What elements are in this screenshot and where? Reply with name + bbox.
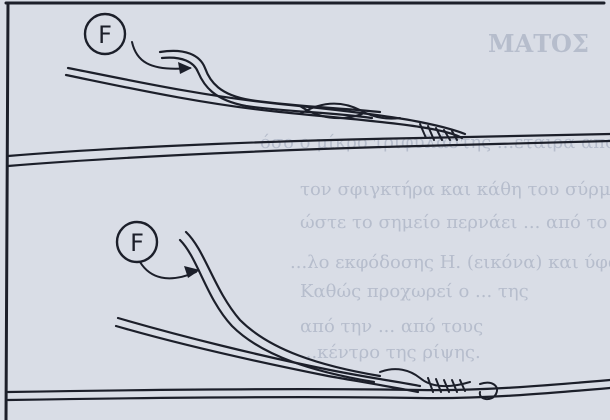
upper-lash-cord xyxy=(66,75,462,138)
bleed-line: ώστε το σημείο περνάει ... από το xyxy=(300,212,607,233)
callout-label: F xyxy=(98,21,112,49)
upper-callout: F xyxy=(85,14,125,54)
lower-knot-figure: F xyxy=(8,222,610,400)
bleed-line: ...λο εκφόδοσης Η. (εικόνα) και ύφασμα xyxy=(290,252,610,273)
lower-twist xyxy=(380,369,470,386)
bleed-line: από την ... από τους xyxy=(300,316,483,337)
lower-callout: F xyxy=(117,222,157,262)
callout-label: F xyxy=(130,229,144,257)
bleed-line: τον σφιγκτήρα και κάθη του σύρματος xyxy=(300,179,610,200)
bleed-line: ...κέντρο της ρίψης. xyxy=(300,342,481,363)
upper-free-end xyxy=(160,51,380,112)
bleed-title: ΜΑΤΟΣ xyxy=(488,29,589,58)
lower-main-cord xyxy=(8,380,610,392)
bleed-through-text: ΜΑΤΟΣ όσο ο μίκρο τριφυλάστης ...εταιρα … xyxy=(260,29,610,363)
bleed-line: Καθώς προχωρεί ο ... της xyxy=(300,281,529,302)
